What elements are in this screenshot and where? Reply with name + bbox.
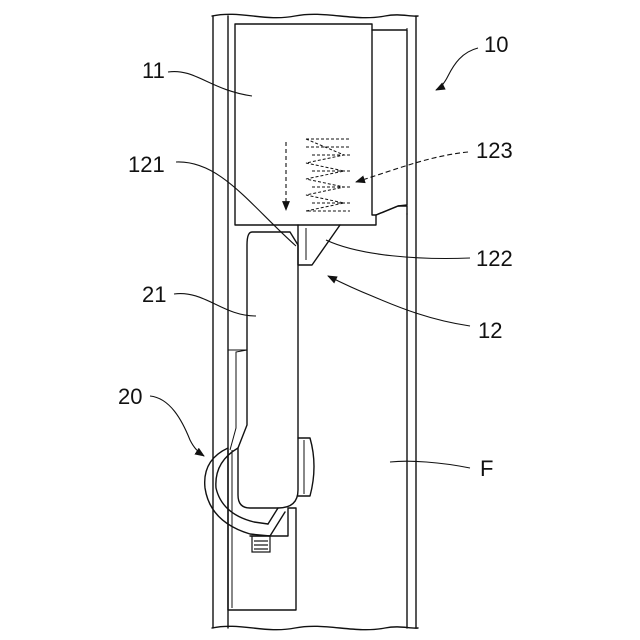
- label-123: 123: [476, 138, 513, 163]
- hatched-tab: [252, 536, 270, 552]
- label-21: 21: [142, 282, 166, 307]
- leader-F: [390, 461, 470, 468]
- leader-20: [150, 396, 204, 456]
- leader-21: [174, 294, 256, 316]
- leader-121: [176, 162, 296, 246]
- label-F: F: [480, 456, 493, 481]
- spring-123: [306, 139, 350, 211]
- leader-10: [436, 48, 478, 90]
- lever-21-outline: [238, 232, 298, 508]
- block-11-inner-step: [372, 30, 376, 215]
- label-12: 12: [478, 318, 502, 343]
- lever-21-inner-left: [230, 350, 247, 450]
- leader-12: [328, 276, 470, 326]
- bottom-break-line: [212, 626, 418, 629]
- leader-11: [168, 72, 252, 96]
- latch-claw-12: [298, 225, 340, 265]
- label-11: 11: [142, 58, 165, 83]
- label-20: 20: [118, 384, 142, 409]
- lever-knob: [298, 438, 314, 496]
- top-break-line: [212, 14, 418, 17]
- leader-122: [326, 240, 470, 258]
- leader-123: [356, 152, 468, 182]
- handle-20-inner-arc: [216, 448, 268, 524]
- block-11-outline: [235, 24, 407, 225]
- label-122: 122: [476, 246, 513, 271]
- label-121: 121: [128, 152, 165, 177]
- label-10: 10: [484, 32, 508, 57]
- handle-20-hook: [268, 508, 285, 536]
